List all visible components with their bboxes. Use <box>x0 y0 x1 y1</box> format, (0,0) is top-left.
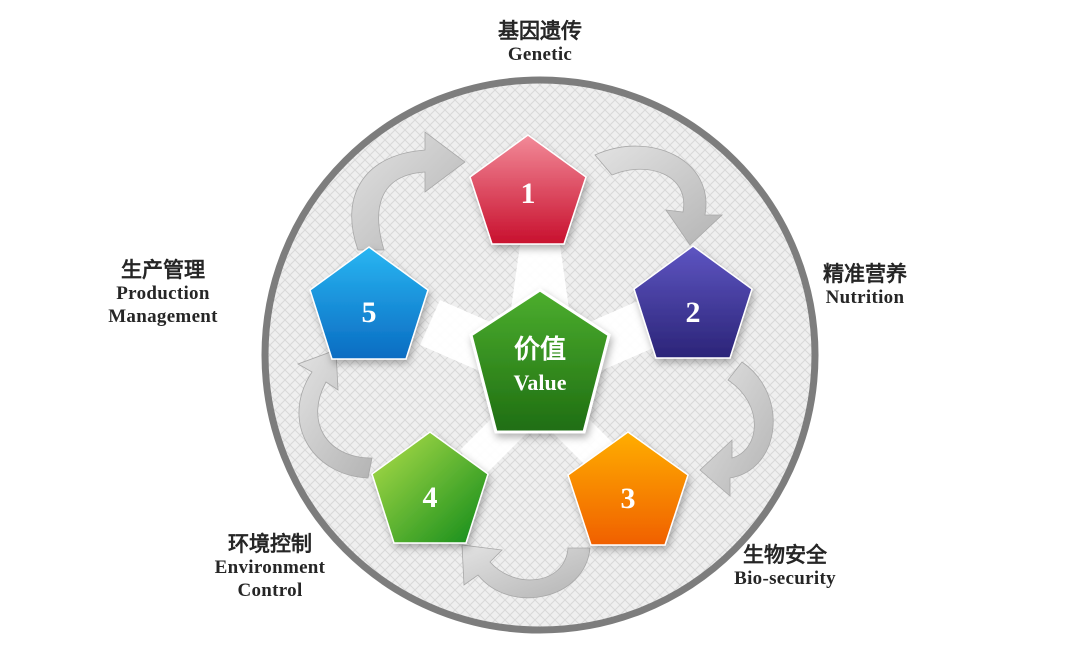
node-pentagons <box>309 134 753 546</box>
node-1-number: 1 <box>521 177 536 210</box>
label-environment-en-2: Control <box>237 579 303 601</box>
node-2-number: 2 <box>686 296 701 329</box>
center-title-en: Value <box>514 370 567 395</box>
label-nutrition-en: Nutrition <box>825 287 905 309</box>
label-bio-security-en: Bio-security <box>734 568 836 590</box>
node-4-number: 4 <box>423 481 438 514</box>
arrow-5-to-1 <box>351 131 466 251</box>
center-shape <box>469 288 611 434</box>
label-environment-zh: 环境控制 <box>228 532 312 556</box>
node-2-shape <box>633 245 753 359</box>
arrow-3-to-4 <box>461 544 591 599</box>
label-production-management: 生产管理 Production Management <box>78 258 248 329</box>
arrow-1-to-2 <box>594 145 724 246</box>
label-genetic-en: Genetic <box>507 44 573 66</box>
node-4-shape <box>371 431 489 544</box>
node-1-shape <box>469 134 587 245</box>
arrow-4-to-5 <box>297 349 373 479</box>
label-bio-security-zh: 生物安全 <box>743 543 827 567</box>
label-production-en-2: Management <box>108 305 218 327</box>
label-genetic: 基因遗传 Genetic <box>440 19 640 67</box>
label-bio-security: 生物安全 Bio-security <box>700 543 870 591</box>
label-environment-en-1: Environment <box>214 557 326 579</box>
node-3-number: 3 <box>621 482 636 515</box>
node-5-number: 5 <box>362 296 377 329</box>
label-nutrition-zh: 精准营养 <box>823 262 907 286</box>
label-production-en-1: Production <box>116 283 210 305</box>
center-title-zh: 价值 <box>514 335 566 365</box>
arrow-2-to-3 <box>699 361 774 497</box>
outer-ring <box>261 76 819 634</box>
node-3-shape <box>567 431 689 546</box>
node-5-shape <box>309 246 429 360</box>
label-production-zh: 生产管理 <box>121 258 205 282</box>
label-genetic-zh: 基因遗传 <box>498 19 582 43</box>
cycle-arrows <box>297 131 774 599</box>
label-nutrition: 精准营养 Nutrition <box>790 262 940 310</box>
label-environment-control: 环境控制 Environment Control <box>175 532 365 603</box>
